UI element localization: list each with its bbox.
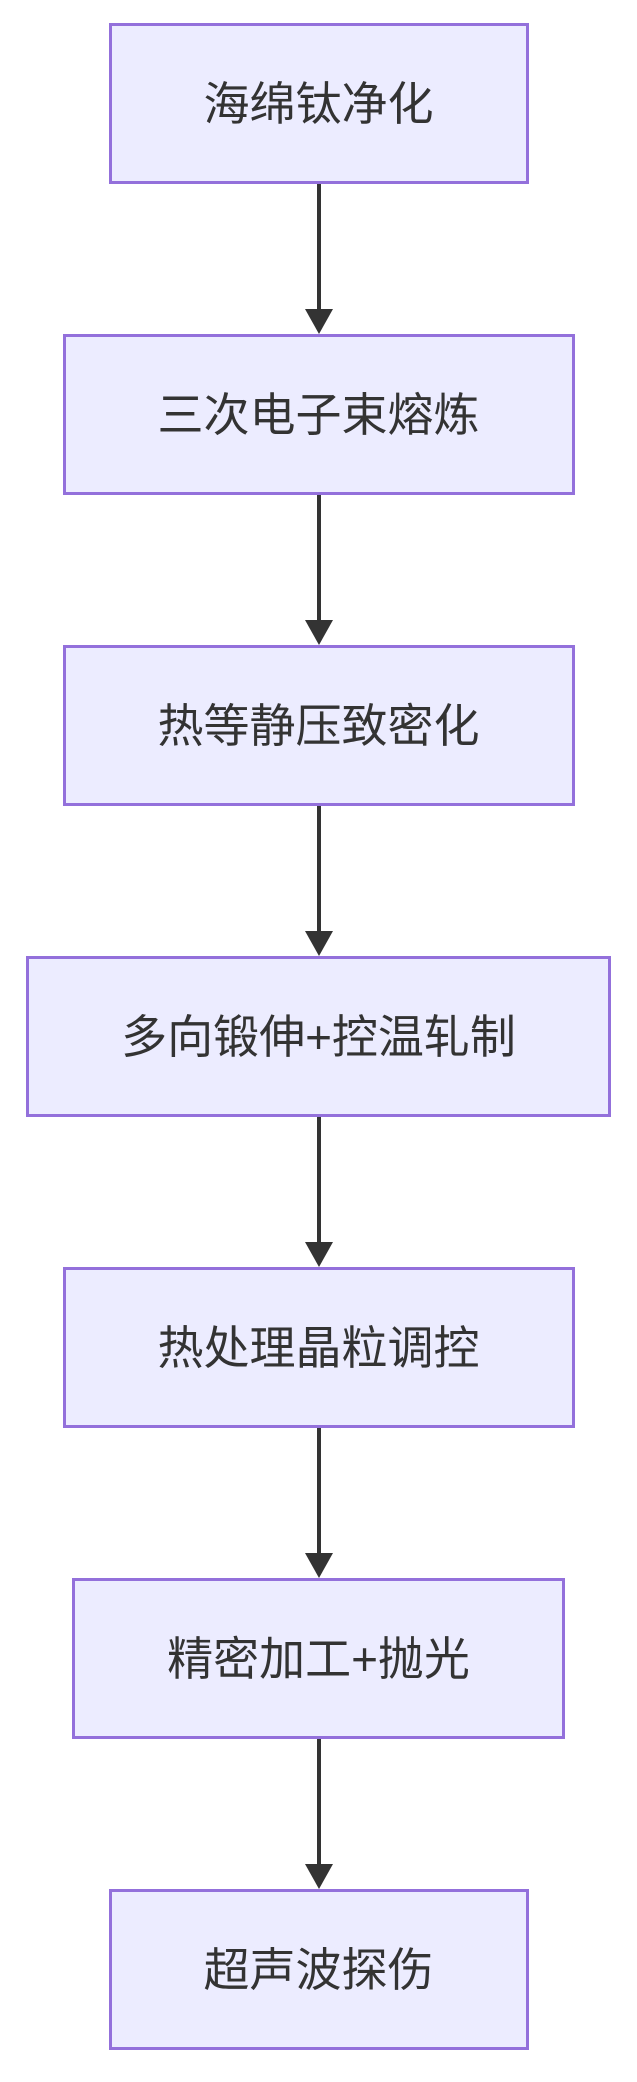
arrow-down-icon bbox=[304, 620, 333, 645]
arrow-stem bbox=[316, 1117, 321, 1242]
flow-node-step-6: 精密加工+抛光 bbox=[72, 1578, 565, 1739]
arrow-down-icon bbox=[304, 309, 333, 334]
flow-node-step-5: 热处理晶粒调控 bbox=[62, 1267, 575, 1428]
edge-step-2-to-step-3 bbox=[304, 495, 333, 645]
arrow-down-icon bbox=[304, 1864, 333, 1889]
flow-node-step-2: 三次电子束熔炼 bbox=[62, 334, 575, 495]
arrow-stem bbox=[316, 806, 321, 931]
flow-node-step-7: 超声波探伤 bbox=[108, 1889, 529, 2050]
arrow-down-icon bbox=[304, 931, 333, 956]
flow-node-label: 超声波探伤 bbox=[203, 1943, 434, 1996]
arrow-stem bbox=[316, 184, 321, 309]
flow-node-step-4: 多向锻伸+控温轧制 bbox=[26, 956, 611, 1117]
flow-node-label: 热处理晶粒调控 bbox=[157, 1321, 480, 1374]
edge-step-6-to-step-7 bbox=[304, 1739, 333, 1889]
arrow-down-icon bbox=[304, 1242, 333, 1267]
arrow-stem bbox=[316, 1428, 321, 1553]
flow-node-label: 精密加工+抛光 bbox=[167, 1632, 470, 1685]
flow-node-label: 多向锻伸+控温轧制 bbox=[121, 1010, 516, 1063]
flow-node-step-1: 海绵钛净化 bbox=[108, 23, 529, 184]
arrow-down-icon bbox=[304, 1553, 333, 1578]
flow-node-label: 热等静压致密化 bbox=[157, 699, 480, 752]
edge-step-1-to-step-2 bbox=[304, 184, 333, 334]
arrow-stem bbox=[316, 495, 321, 620]
flow-node-step-3: 热等静压致密化 bbox=[62, 645, 575, 806]
flow-node-label: 海绵钛净化 bbox=[203, 77, 434, 130]
edge-step-3-to-step-4 bbox=[304, 806, 333, 956]
edge-step-5-to-step-6 bbox=[304, 1428, 333, 1578]
flow-node-label: 三次电子束熔炼 bbox=[157, 388, 480, 441]
arrow-stem bbox=[316, 1739, 321, 1864]
edge-step-4-to-step-5 bbox=[304, 1117, 333, 1267]
